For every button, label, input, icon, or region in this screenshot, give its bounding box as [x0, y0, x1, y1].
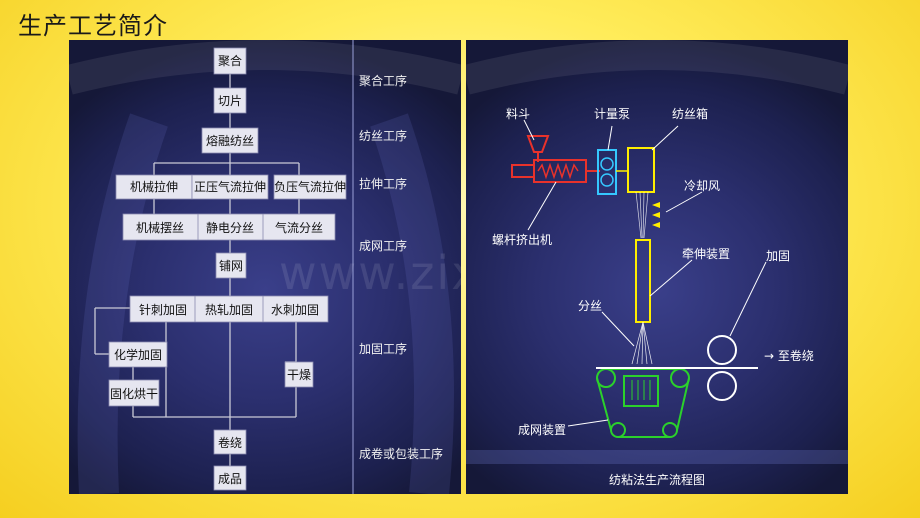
web-forming-belt-icon	[596, 368, 690, 438]
flow-label-fuya: 负压气流拉伸	[274, 179, 346, 194]
diagram-label-chengwangzhuangzhi: 成网装置	[518, 423, 566, 437]
flow-label-jixie-lashen: 机械拉伸	[130, 179, 178, 194]
flow-label-chengpin: 成品	[218, 472, 242, 486]
stage-label: 聚合工序	[359, 73, 407, 88]
diagram-label-liaodou: 料斗	[506, 107, 530, 121]
flow-box-jixie-baisi	[122, 213, 336, 241]
flow-label-puwang: 铺网	[219, 259, 243, 273]
flow-box-juhe	[213, 47, 247, 75]
flow-label-zhenci: 针刺加固	[139, 302, 187, 317]
diagram-label-jiagu: 加固	[766, 249, 790, 263]
flow-label-ganzao: 干燥	[287, 368, 311, 382]
diagram-caption: 纺粘法生产流程图	[609, 472, 705, 487]
process-flow-panel: 聚合切片熔融纺丝机械拉伸 正压气流拉伸负压气流拉伸机械摆丝 静电分丝 气流分丝铺网针刺…	[69, 40, 461, 494]
flow-box-zhengya	[191, 174, 269, 200]
flow-box-juanrao	[213, 429, 247, 455]
flow-label-jingdian: 静电分丝	[206, 221, 254, 235]
flow-box-ganzao	[284, 361, 314, 388]
flow-box-huaxue	[108, 341, 168, 368]
flow-label-zhengya: 正压气流拉伸	[194, 179, 266, 194]
cooling-air-arrows	[652, 202, 660, 228]
process-flow-diagram: 聚合切片熔融纺丝机械拉伸 正压气流拉伸负压气流拉伸机械摆丝 静电分丝 气流分丝铺网针刺…	[69, 40, 461, 494]
flow-label-jixie-baisi: 机械摆丝	[136, 220, 184, 235]
flow-label-rezha: 热轧加固	[205, 303, 253, 317]
drawing-device-icon	[635, 239, 651, 323]
flow-label-qiepian: 切片	[218, 94, 242, 108]
stage-label: 成网工序	[359, 238, 407, 253]
flow-label-rongrong: 熔融纺丝	[206, 133, 254, 148]
diagram-label-lengquefeng: 冷却风	[684, 179, 720, 193]
metering-pump-icon	[597, 149, 628, 195]
flow-label-juanrao: 卷绕	[218, 435, 242, 450]
hopper-icon	[526, 135, 550, 162]
diagram-label-luoganjichuji: 螺杆挤出机	[492, 232, 552, 247]
splitting-fan	[631, 321, 653, 365]
flow-label-huaxue: 化学加固	[114, 347, 162, 362]
bonding-rollers-icon	[707, 335, 737, 401]
leader-lines	[523, 119, 767, 427]
flow-box-zhenci	[129, 295, 329, 323]
watermark: www.zixin.com.cn	[279, 246, 461, 300]
spin-box-icon	[627, 147, 655, 193]
filament-lines	[635, 191, 649, 239]
spunbond-diagram-panel: 料斗 计量泵 纺丝箱冷却风螺杆挤出机牵伸装置 加固分丝 → 至卷绕成网装置纺粘法生产流程…	[466, 40, 848, 494]
flow-box-jixie-lashen	[115, 174, 193, 200]
diagram-label-fensi: 分丝	[578, 299, 602, 313]
stage-label: 拉伸工序	[359, 176, 407, 191]
stage-label: 加固工序	[359, 341, 407, 356]
page-title: 生产工艺简介	[18, 12, 168, 40]
flow-label-shuici: 水刺加固	[271, 303, 319, 317]
diagram-label-qianshenzhuangzhi: 牵伸装置	[682, 247, 730, 261]
flow-box-puwang	[215, 252, 247, 279]
flow-box-fuya	[273, 174, 347, 200]
diagram-label-zhijuanrao: → 至卷绕	[764, 348, 814, 363]
flow-label-guhua: 固化烘干	[110, 387, 158, 401]
stage-label: 纺丝工序	[359, 128, 407, 143]
flow-label-juhe: 聚合	[218, 53, 242, 68]
flow-box-rongrong	[201, 127, 259, 154]
stage-label: 成卷或包装工序	[359, 446, 443, 461]
diagram-label-fangsixiang: 纺丝箱	[672, 106, 708, 121]
flow-box-guhua	[108, 379, 160, 407]
screw-extruder-icon	[511, 159, 600, 183]
flow-box-chengpin	[213, 465, 247, 491]
diagram-label-jiliangbeng: 计量泵	[594, 107, 630, 121]
suction-arrows	[631, 380, 651, 400]
flow-box-qiepian	[213, 87, 247, 114]
flow-label-qiliu: 气流分丝	[275, 220, 323, 235]
